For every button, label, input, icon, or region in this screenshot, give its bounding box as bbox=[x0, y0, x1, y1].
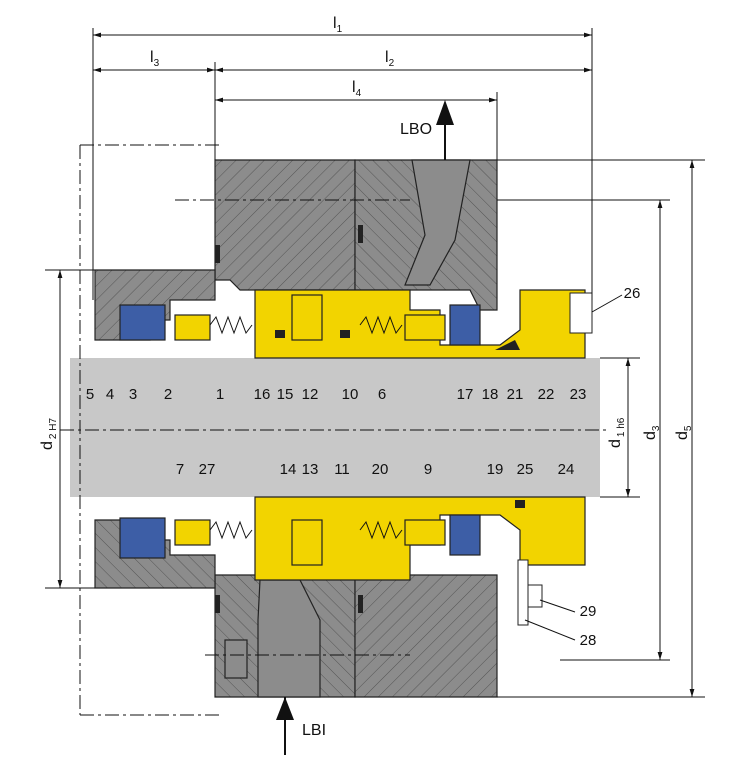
part-label-9: 9 bbox=[424, 461, 432, 478]
extension-lines bbox=[45, 28, 705, 716]
part-label-3: 3 bbox=[129, 386, 137, 403]
part-label-14: 14 bbox=[280, 461, 297, 478]
rotating-assembly-lower bbox=[119, 496, 586, 626]
dim-d5: d5 bbox=[674, 425, 694, 440]
part-label-26: 26 bbox=[624, 285, 641, 302]
part-label-18: 18 bbox=[482, 386, 499, 403]
arrow-up-icon bbox=[436, 100, 454, 125]
part-label-13: 13 bbox=[302, 461, 319, 478]
part-label-11: 11 bbox=[334, 461, 350, 478]
arrow-up-icon bbox=[276, 697, 294, 720]
part-label-23: 23 bbox=[570, 386, 587, 403]
dim-d2: d2 H7 bbox=[39, 418, 59, 450]
part-label-19: 19 bbox=[487, 461, 504, 478]
part-label-5: 5 bbox=[86, 386, 94, 403]
rotating-assembly-upper bbox=[119, 289, 586, 359]
part-label-29: 29 bbox=[580, 603, 597, 620]
dim-l3: l3 bbox=[150, 49, 160, 69]
dimension-lines bbox=[57, 32, 695, 697]
shaft bbox=[70, 358, 600, 497]
part-label-12: 12 bbox=[302, 386, 319, 403]
part-label-28: 28 bbox=[580, 632, 597, 649]
part-label-22: 22 bbox=[538, 386, 555, 403]
part-label-24: 24 bbox=[558, 461, 575, 478]
part-label-20: 20 bbox=[372, 461, 389, 478]
dim-d1: d1 h6 bbox=[607, 417, 627, 448]
port-inlet-label: LBI bbox=[302, 722, 326, 739]
dim-l2: l2 bbox=[385, 49, 395, 69]
leader-lines bbox=[524, 294, 623, 641]
part-label-21: 21 bbox=[507, 386, 524, 403]
part-label-27: 27 bbox=[199, 461, 216, 478]
dim-d3: d3 bbox=[642, 425, 662, 440]
part-label-2: 2 bbox=[164, 386, 172, 403]
part-label-16: 16 bbox=[254, 386, 271, 403]
setting-bolt bbox=[569, 292, 593, 334]
part-label-17: 17 bbox=[457, 386, 474, 403]
part-label-15: 15 bbox=[277, 386, 294, 403]
dim-l1: l1 bbox=[333, 15, 343, 35]
port-outlet: LBO bbox=[400, 100, 454, 160]
dim-l4: l4 bbox=[352, 79, 362, 99]
part-label-10: 10 bbox=[342, 386, 359, 403]
port-outlet-label: LBO bbox=[400, 121, 432, 138]
part-label-25: 25 bbox=[517, 461, 534, 478]
part-labels-lower: 7 27 14 13 11 20 9 19 25 24 bbox=[176, 461, 575, 478]
part-label-6: 6 bbox=[378, 386, 386, 403]
part-label-7: 7 bbox=[176, 461, 184, 478]
part-label-1: 1 bbox=[216, 386, 224, 403]
part-label-4: 4 bbox=[106, 386, 114, 403]
port-inlet: LBI bbox=[276, 697, 326, 755]
